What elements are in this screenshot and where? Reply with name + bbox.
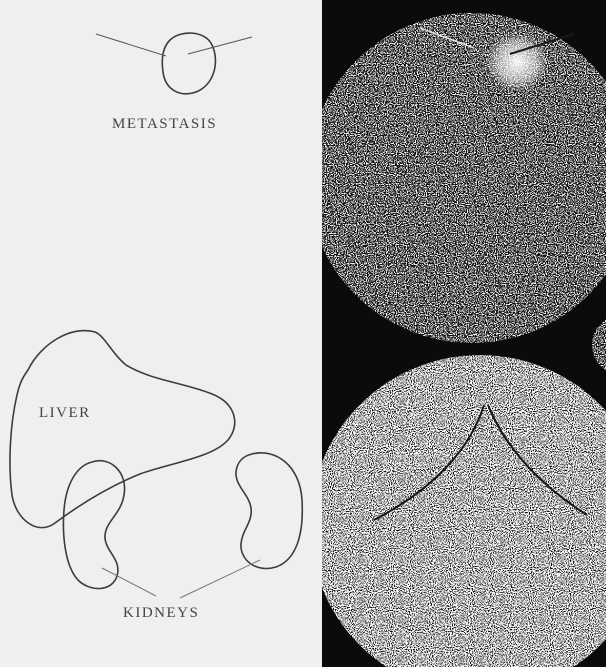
right-kidney-outline xyxy=(236,453,302,569)
scintigram-scan xyxy=(322,0,606,667)
organ-outline-diagram xyxy=(0,0,322,667)
liver-label: LIVER xyxy=(39,405,91,422)
diagram-panel: METASTASIS LIVER KIDNEYS xyxy=(0,0,322,667)
metastasis-hotspot xyxy=(485,32,549,92)
left-kidney-outline xyxy=(63,461,124,589)
metastasis-label: METASTASIS xyxy=(112,116,217,133)
upper-scan-field xyxy=(322,13,606,343)
kidney-pointer-right xyxy=(180,560,260,598)
metastasis-outline xyxy=(162,33,215,94)
metastasis-pointer-left xyxy=(96,34,166,56)
scintigram-image xyxy=(322,0,606,667)
kidney-pointer-left xyxy=(102,568,156,596)
liver-outline xyxy=(10,331,235,528)
metastasis-pointer-right xyxy=(188,37,252,54)
kidneys-label: KIDNEYS xyxy=(123,605,199,622)
lower-scan-field xyxy=(322,355,606,667)
